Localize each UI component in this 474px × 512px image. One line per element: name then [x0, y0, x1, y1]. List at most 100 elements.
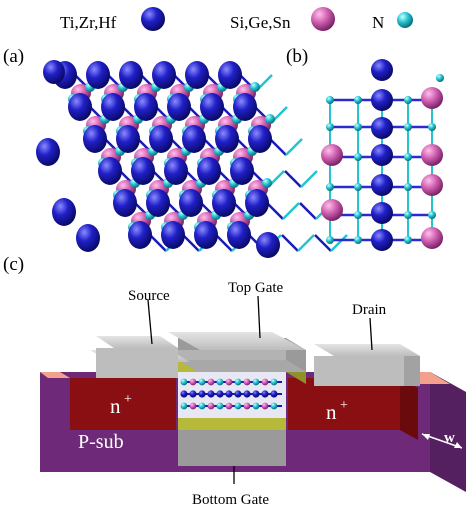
metal-atom: [245, 189, 269, 217]
bottom-gate-label: Bottom Gate: [192, 492, 269, 508]
nitrogen-atom: [326, 96, 334, 104]
metal-atom: [180, 390, 188, 398]
source-pad-strip: [40, 372, 70, 378]
nitrogen-atom: [404, 211, 412, 219]
nitrogen-atom: [180, 402, 188, 410]
group14-atom: [270, 378, 278, 386]
n-plus-right-region: [288, 378, 400, 430]
bond: [182, 234, 200, 252]
substrate-label: P-sub: [78, 431, 124, 453]
transistor-device: Source Top Gate Drain n + n + P-sub w Bo…: [40, 280, 466, 508]
legend-label-group14: Si,Ge,Sn: [230, 13, 291, 32]
metal-atom: [83, 125, 107, 153]
source-pointer: [147, 299, 153, 345]
metal-atom: [134, 93, 158, 121]
drain-contact-top-face: [314, 344, 420, 356]
nitrogen-atom: [404, 123, 412, 131]
top-gate-label: Top Gate: [228, 280, 284, 296]
metal-atom: [243, 390, 251, 398]
group14-atom: [234, 378, 242, 386]
metal-atom: [248, 125, 272, 153]
group14-atom: [216, 378, 224, 386]
metal-atom: [43, 60, 65, 84]
metal-atom: [371, 174, 393, 196]
bond: [215, 234, 233, 252]
group14-atom: [243, 378, 251, 386]
group14-atom: [321, 199, 343, 221]
metal-atom: [146, 189, 170, 217]
legend: Ti,Zr,Hf Si,Ge,Sn N: [60, 7, 413, 32]
metal-atom: [371, 202, 393, 224]
legend-group14-sphere: [311, 7, 335, 31]
metal-atom: [198, 390, 206, 398]
metal-atom: [212, 189, 236, 217]
metal-atom: [149, 125, 173, 153]
bond: [266, 202, 284, 220]
n-plus-right-side: [400, 378, 418, 440]
metal-atom: [131, 157, 155, 185]
nitrogen-atom: [234, 402, 242, 410]
nitrogen-atom: [428, 123, 436, 131]
metal-atom: [113, 189, 137, 217]
width-arrow-head-left: [422, 434, 430, 440]
nitrogen-atom: [404, 96, 412, 104]
metal-atom: [182, 125, 206, 153]
metal-atom: [52, 198, 76, 226]
bond: [281, 234, 299, 252]
legend-nitrogen-sphere: [397, 12, 413, 28]
channel-monolayer: [180, 378, 282, 410]
group14-atom: [207, 378, 215, 386]
panel-label-a: (a): [3, 46, 24, 67]
group14-atom: [180, 378, 188, 386]
metal-atom: [98, 157, 122, 185]
group14-atom: [421, 144, 443, 166]
nitrogen-atom: [354, 236, 362, 244]
metal-atom: [119, 61, 143, 89]
bond: [299, 202, 317, 220]
drain-pointer: [369, 317, 373, 351]
metal-atom: [256, 232, 280, 258]
metal-atom: [215, 125, 239, 153]
metal-atom: [179, 189, 203, 217]
group14-atom: [252, 378, 260, 386]
bottom-gate-oxide: [178, 418, 286, 430]
nitrogen-atom: [207, 402, 215, 410]
nitrogen-atom: [326, 183, 334, 191]
bottom-gate: [178, 430, 286, 466]
metal-atom: [194, 221, 218, 249]
substrate-side: [430, 372, 466, 492]
metal-atom: [371, 144, 393, 166]
bond: [285, 138, 303, 156]
metal-atom: [207, 390, 215, 398]
metal-atom: [189, 390, 197, 398]
metal-atom: [233, 93, 257, 121]
metal-atom: [230, 157, 254, 185]
metal-atom: [86, 61, 110, 89]
nitrogen-atom: [354, 153, 362, 161]
n-plus-left-region: [70, 378, 176, 430]
metal-atom: [76, 224, 100, 252]
metal-atom: [371, 229, 393, 251]
group14-atom: [225, 378, 233, 386]
nitrogen-atom: [354, 211, 362, 219]
nitrogen-atom: [265, 114, 275, 124]
nitrogen-atom: [326, 236, 334, 244]
top-gate-top-face: [168, 332, 306, 350]
metal-atom: [261, 390, 269, 398]
nitrogen-atom: [262, 178, 272, 188]
source-contact-top-face: [96, 336, 178, 348]
width-arrow-head-right: [454, 442, 462, 448]
nitrogen-atom: [354, 123, 362, 131]
bond: [282, 202, 300, 220]
top-view-lattice: [36, 60, 348, 258]
metal-atom: [371, 59, 393, 81]
top-gate-front: [178, 350, 286, 360]
metal-atom: [197, 157, 221, 185]
nitrogen-atom: [198, 402, 206, 410]
metal-atom: [216, 390, 224, 398]
nitrogen-atom: [216, 402, 224, 410]
metal-atom: [36, 138, 60, 166]
group14-atom: [421, 174, 443, 196]
metal-atom: [101, 93, 125, 121]
metal-atom: [128, 221, 152, 249]
